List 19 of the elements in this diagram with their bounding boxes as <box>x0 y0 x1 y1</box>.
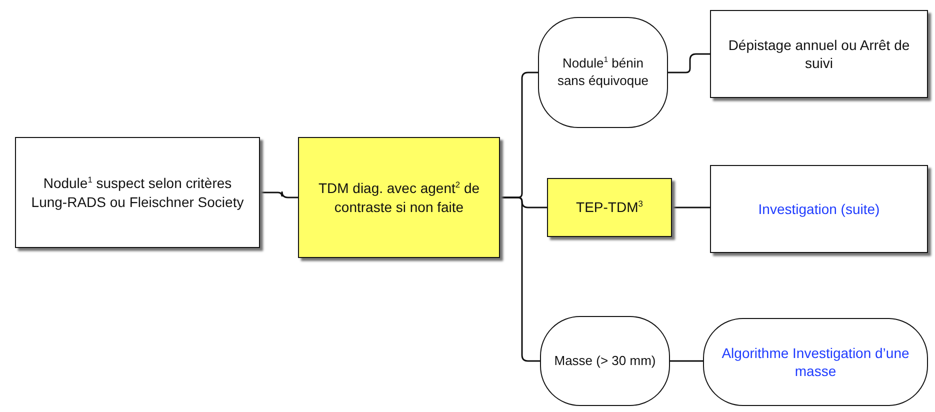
node-text: TEP-TDM$^{3}$ <box>576 198 643 217</box>
highlighted-box <box>298 137 500 258</box>
node-text: Dépistage annuel ou Arrêt de suivi <box>727 36 911 72</box>
connector-line <box>500 196 540 362</box>
node-text: TDM diag. avec agent$^{2}$ de contraste si non faite <box>317 179 481 216</box>
node-text: Algorithme Investigation d’une masse <box>720 344 910 380</box>
node-text: Investigation (suite) <box>758 200 880 218</box>
node-text: Nodule$^{1}$ bénin sans équivoque <box>556 55 650 90</box>
connector-line <box>670 360 703 362</box>
node-text: Nodule$^{1}$ suspect selon critères Lung-RADS ou Fleischner Society <box>30 174 245 211</box>
process-box <box>710 165 928 253</box>
connector-line <box>668 53 710 74</box>
process-box <box>15 137 260 248</box>
connector-line <box>672 206 710 208</box>
node-text: Masse (> 30 mm) <box>554 352 656 370</box>
process-box <box>710 10 928 98</box>
connector-line <box>260 190 298 198</box>
rounded-box <box>538 17 668 128</box>
highlighted-box <box>547 178 672 237</box>
